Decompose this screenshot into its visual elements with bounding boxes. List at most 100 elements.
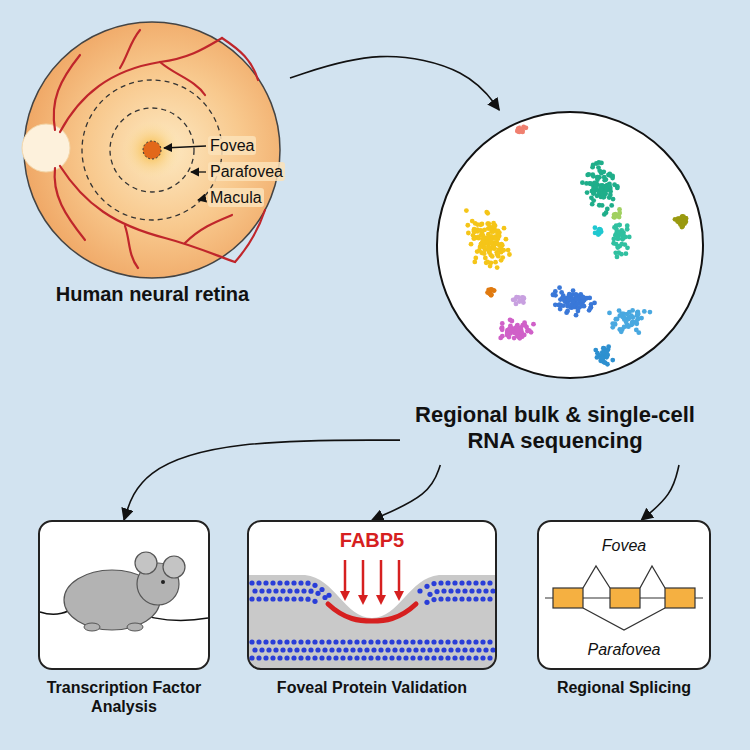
nucleus-dot (277, 639, 282, 644)
panel-caption: Transcription Factor Analysis (28, 678, 220, 716)
isoform-label: Parafovea (539, 640, 709, 659)
flow-arrow (124, 440, 400, 520)
nucleus-dot (312, 639, 317, 644)
nucleus-dot (480, 596, 485, 601)
nucleus-dot (459, 639, 464, 644)
nucleus-dot (441, 588, 446, 593)
nucleus-dot (431, 597, 436, 602)
nucleus-dot (452, 580, 457, 585)
cell-dot (496, 229, 501, 234)
nucleus-dot (270, 639, 275, 644)
cell-dot (560, 296, 565, 301)
nucleus-dot (445, 639, 450, 644)
cell-dot (514, 302, 519, 307)
nucleus-dot (263, 639, 268, 644)
cell-dot (523, 323, 528, 328)
cell-dot (681, 214, 686, 219)
nucleus-dot (277, 580, 282, 585)
nucleus-dot (487, 580, 492, 585)
nucleus-dot (322, 647, 327, 652)
nucleus-dot (427, 647, 432, 652)
nucleus-dot (466, 639, 471, 644)
nucleus-dot (431, 581, 436, 586)
cell-dot (615, 245, 620, 250)
nucleus-dot (298, 580, 303, 585)
nucleus-dot (473, 596, 478, 601)
cell-dot (625, 223, 630, 228)
cell-dot (617, 223, 622, 228)
nucleus-dot (291, 596, 296, 601)
cell-dot (599, 356, 604, 361)
nucleus-dot (483, 588, 488, 593)
nucleus-dot (291, 639, 296, 644)
nucleus-dot (256, 639, 261, 644)
cell-dot (478, 222, 483, 227)
cell-dot (634, 321, 639, 326)
nucleus-dot (263, 655, 268, 660)
cell-dot (642, 309, 647, 314)
cell-dot (625, 322, 630, 327)
cell-dot (591, 191, 596, 196)
nucleus-dot (424, 639, 429, 644)
cell-dot (636, 330, 641, 335)
nucleus-dot (448, 588, 453, 593)
cell-dot (551, 293, 556, 298)
nucleus-dot (343, 647, 348, 652)
cell-dot (527, 328, 532, 333)
nucleus-dot (287, 647, 292, 652)
nucleus-dot (452, 655, 457, 660)
nucleus-dot (473, 655, 478, 660)
cell-dot (617, 308, 622, 313)
protein-name: FABP5 (249, 528, 495, 552)
nucleus-dot (361, 639, 366, 644)
cell-dot (627, 235, 632, 240)
cell-dot (582, 304, 587, 309)
cell-dot (507, 252, 512, 257)
nucleus-dot (256, 580, 261, 585)
nucleus-dot (459, 655, 464, 660)
cell-dot (500, 334, 505, 339)
nucleus-dot (462, 588, 467, 593)
nucleus-dot (315, 647, 320, 652)
nucleus-dot (312, 655, 317, 660)
nucleus-dot (473, 580, 478, 585)
nucleus-dot (252, 588, 257, 593)
cell-dot (500, 255, 505, 260)
nucleus-dot (490, 588, 495, 593)
cell-dot (491, 288, 496, 293)
nucleus-dot (284, 580, 289, 585)
nucleus-dot (357, 647, 362, 652)
nucleus-dot (403, 639, 408, 644)
nucleus-dot (396, 655, 401, 660)
nucleus-dot (487, 639, 492, 644)
cell-dot (508, 317, 513, 322)
nucleus-dot (438, 639, 443, 644)
nucleus-dot (410, 655, 415, 660)
cell-dot (616, 236, 621, 241)
nucleus-dot (445, 655, 450, 660)
nucleus-dot (368, 655, 373, 660)
nucleus-dot (434, 647, 439, 652)
nucleus-dot (424, 600, 429, 605)
umap-plot (437, 112, 703, 378)
nucleus-dot (333, 639, 338, 644)
cell-dot (487, 248, 492, 253)
cell-dot (595, 355, 600, 360)
cell-dot (476, 234, 481, 239)
nucleus-dot (438, 580, 443, 585)
nucleus-dot (434, 589, 439, 594)
cell-dot (557, 302, 562, 307)
cell-dot (630, 308, 635, 313)
cell-dot (466, 231, 471, 236)
region-label: Fovea (208, 136, 256, 155)
nucleus-dot (462, 647, 467, 652)
cell-dot (470, 219, 475, 224)
nucleus-dot (270, 655, 275, 660)
nucleus-dot (417, 588, 422, 593)
flow-arrow (290, 57, 499, 110)
region-label: Macula (208, 188, 264, 207)
cell-dot (609, 203, 614, 208)
nucleus-dot (480, 639, 485, 644)
cell-dot (601, 169, 606, 174)
nucleus-dot (417, 639, 422, 644)
